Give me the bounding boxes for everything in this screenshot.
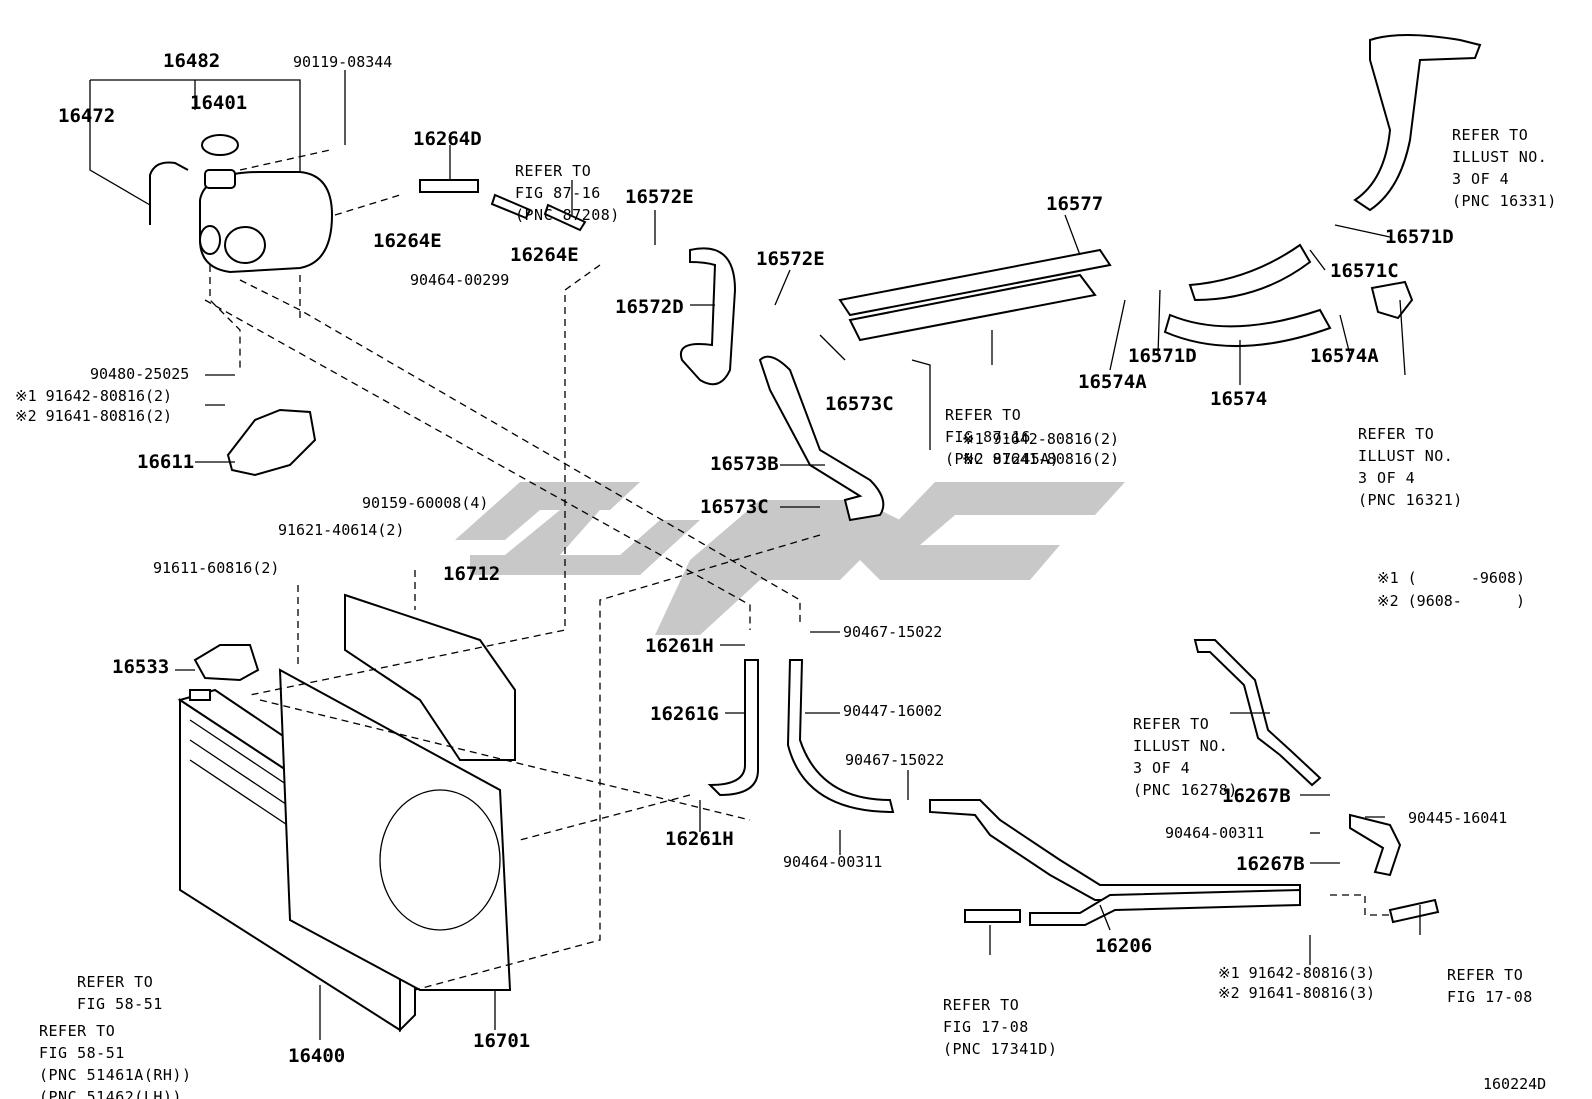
part-90445-16041: 90445-16041 (1408, 809, 1508, 827)
part-16574A-b: 16574A (1310, 345, 1379, 367)
part-91641-80816-3: ※2 91641-80816(3) (1218, 984, 1376, 1002)
part-91611-60816-2: 91611-60816(2) (153, 559, 280, 577)
part-91642-80816-2-b: ※1 91642-80816(2) (962, 430, 1120, 448)
watermark-logo (455, 482, 1125, 635)
part-90464-00311-a: 90464-00311 (783, 853, 883, 871)
part-91642-80816-2-a: ※1 91642-80816(2) (15, 387, 173, 405)
part-16400: 16400 (288, 1045, 346, 1067)
part-16572E-b: 16572E (756, 248, 825, 270)
part-16482: 16482 (163, 50, 221, 72)
part-16472: 16472 (58, 105, 116, 127)
part-16267B-b: 16267B (1236, 853, 1305, 875)
part-90467-15022-b: 90467-15022 (845, 751, 945, 769)
part-16267B-a: 16267B (1222, 785, 1291, 807)
part-16573B: 16573B (710, 453, 779, 475)
hoses-lower (707, 639, 1440, 926)
part-90464-00311-b: 90464-00311 (1165, 824, 1265, 842)
part-90467-15022-a: 90467-15022 (843, 623, 943, 641)
part-16571C: 16571C (1330, 260, 1399, 282)
part-16533: 16533 (112, 656, 170, 678)
part-16573C-b: 16573C (700, 496, 769, 518)
part-16611: 16611 (137, 451, 195, 473)
part-16571D-b: 16571D (1128, 345, 1197, 367)
part-90447-16002: 90447-16002 (843, 702, 943, 720)
part-91621-40614-2: 91621-40614(2) (278, 521, 405, 539)
part-90464-00299: 90464-00299 (410, 271, 510, 289)
part-91641-80816-2-a: ※2 91641-80816(2) (15, 407, 173, 425)
part-16574: 16574 (1210, 388, 1268, 410)
part-16264E-b: 16264E (510, 244, 579, 266)
part-16261G: 16261G (650, 703, 719, 725)
part-16701: 16701 (473, 1030, 531, 1052)
figure-id: 160224D (1483, 1075, 1547, 1093)
footnote-2: ※2 (9608- ) (1377, 592, 1526, 610)
part-16573C-a: 16573C (825, 393, 894, 415)
hoses-top (419, 34, 1482, 522)
part-16712: 16712 (443, 563, 501, 585)
leader-lines (89, 70, 1421, 1040)
footnote-1: ※1 ( -9608) (1377, 569, 1526, 587)
part-16572E-a: 16572E (625, 186, 694, 208)
part-16264D: 16264D (413, 128, 482, 150)
bracket-16611 (226, 408, 317, 477)
part-16261H-b: 16261H (665, 828, 734, 850)
part-16577: 16577 (1046, 193, 1104, 215)
part-90480-25025: 90480-25025 (90, 365, 190, 383)
part-16264E-a: 16264E (373, 230, 442, 252)
part-91642-80816-3: ※1 91642-80816(3) (1218, 964, 1376, 982)
part-16574A-a: 16574A (1078, 371, 1147, 393)
part-16261H-a: 16261H (645, 635, 714, 657)
part-16571D-a: 16571D (1385, 226, 1454, 248)
fan-shroud (278, 593, 516, 991)
part-90119-08344: 90119-08344 (293, 53, 393, 71)
part-16206: 16206 (1095, 935, 1153, 957)
part-16572D: 16572D (615, 296, 684, 318)
bracket-16533 (193, 644, 260, 682)
part-90159-60008-4: 90159-60008(4) (362, 494, 489, 512)
reservoir-tank (149, 134, 334, 274)
part-91641-80816-2-b: ※2 91641-80816(2) (962, 450, 1120, 468)
dashed-connectors (204, 149, 1390, 991)
part-16401: 16401 (190, 92, 248, 114)
